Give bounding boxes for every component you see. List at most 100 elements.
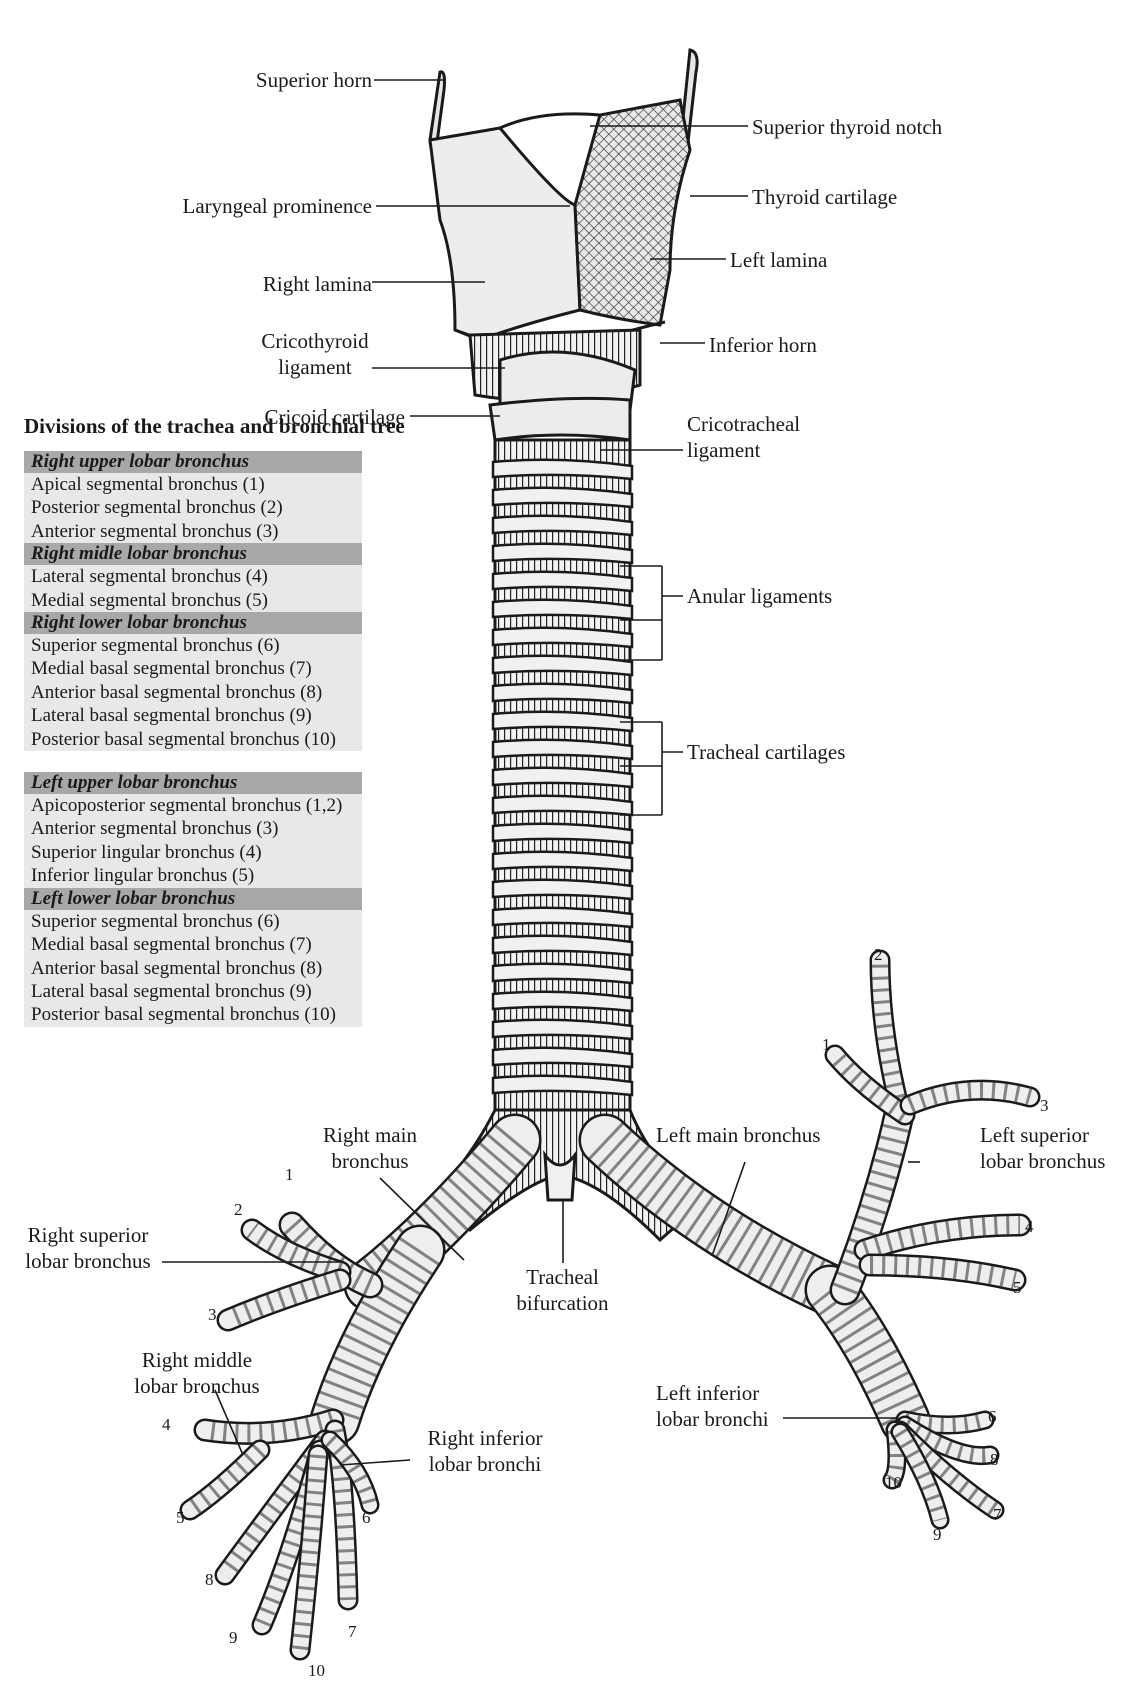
- panel-row: Medial segmental bronchus (5): [31, 589, 268, 611]
- panel-row: Posterior basal segmental bronchus (10): [31, 1004, 336, 1026]
- label-left-inferior-line2: lobar bronchi: [656, 1407, 769, 1431]
- panel-group-body: Apicoposterior segmental bronchus (1,2)A…: [24, 794, 362, 888]
- tracheal-ring: [491, 1074, 634, 1097]
- segment-number: 2: [234, 1200, 243, 1219]
- panel-row: Lateral basal segmental bronchus (9): [31, 705, 312, 727]
- tracheal-ring: [491, 598, 634, 621]
- tracheal-ring: [491, 1018, 634, 1041]
- label-left-inferior-lobar: Left inferior lobar bronchi: [656, 1380, 769, 1432]
- bronchus-rings: [313, 1237, 440, 1427]
- segment-number: 10: [308, 1661, 325, 1680]
- panel-row: Anterior segmental bronchus (3): [31, 818, 279, 840]
- label-tracheal-cartilages: Tracheal cartilages: [687, 740, 846, 764]
- label-right-superior-line1: Right superior: [27, 1223, 149, 1247]
- label-cricothyroid-ligament: Cricothyroid ligament: [250, 328, 380, 380]
- segment-number: 2: [874, 945, 883, 964]
- bronchus-fill: [832, 1097, 913, 1303]
- bronchus-rings: [203, 1411, 336, 1443]
- label-cricotracheal-line1: Cricotracheal: [687, 412, 801, 436]
- panel-group-body: Lateral segmental bronchus (4)Medial seg…: [24, 565, 362, 613]
- label-right-lamina: Right lamina: [262, 272, 372, 296]
- tracheal-ring: [491, 710, 634, 733]
- label-right-inferior-lobar: Right inferior lobar bronchi: [410, 1425, 560, 1477]
- thyroid-cartilage: [428, 48, 699, 350]
- label-right-middle-line1: Right middle: [141, 1348, 253, 1372]
- panel-row: Medial basal segmental bronchus (7): [31, 934, 312, 956]
- label-left-main-bronchus: Left main bronchus: [656, 1123, 821, 1147]
- bronchus-fill: [243, 1221, 349, 1281]
- panel-row: Inferior lingular bronchus (5): [31, 865, 255, 887]
- panel-group-heading: Right upper lobar bronchus: [24, 451, 362, 473]
- panel-group-body: Apical segmental bronchus (1)Posterior s…: [24, 473, 362, 544]
- bronchus-rings: [224, 1271, 343, 1329]
- panel-row: Superior lingular bronchus (4): [31, 841, 262, 863]
- tracheal-ring: [491, 486, 634, 509]
- label-right-inferior-line1: Right inferior: [427, 1426, 543, 1450]
- tracheal-ring: [491, 766, 634, 789]
- panel-group-body: Superior segmental bronchus (6)Medial ba…: [24, 634, 362, 752]
- label-tracheal-bif-line1: Tracheal: [526, 1265, 599, 1289]
- bronchus-fill: [219, 1271, 349, 1329]
- panel-group-heading: Right lower lobar bronchus: [24, 612, 362, 635]
- label-superior-thyroid-notch: Superior thyroid notch: [752, 115, 943, 139]
- tracheal-ring: [491, 514, 634, 537]
- panel-row: Posterior segmental bronchus (2): [31, 497, 283, 519]
- tracheal-ring: [491, 626, 634, 649]
- panel-group-heading: Right midle lobar bronchus: [24, 543, 362, 566]
- label-cricotracheal-line2: ligament: [687, 438, 761, 462]
- bronchus-rings: [906, 1082, 1033, 1113]
- label-anular-ligaments: Anular ligaments: [687, 584, 833, 608]
- panel-row: Apical segmental bronchus (1): [31, 474, 265, 495]
- label-right-superior-lobar: Right superior lobar bronchus: [18, 1222, 158, 1274]
- tracheal-ring: [491, 822, 634, 845]
- panel-row: Lateral segmental bronchus (4): [31, 566, 268, 588]
- label-right-main-bronchus: Right main bronchus: [300, 1122, 440, 1174]
- segment-number: 1: [822, 1035, 831, 1054]
- tracheal-ring: [491, 570, 634, 593]
- panel-group-heading: Left lower lobar bronchus: [24, 887, 362, 910]
- panel-row: Anterior segmental bronchus (3): [31, 520, 279, 542]
- segment-number: 4: [162, 1415, 171, 1434]
- tracheal-ring: [491, 850, 634, 873]
- bronchus-rings: [588, 1122, 841, 1312]
- tracheal-ring: [491, 990, 634, 1013]
- label-left-superior-line1: Left superior: [980, 1123, 1090, 1147]
- bronchus-fill: [893, 1425, 947, 1527]
- label-right-superior-line2: lobar bronchus: [25, 1249, 151, 1273]
- panel-row: Apicoposterior segmental bronchus (1,2): [31, 795, 343, 817]
- bronchus-fill: [856, 1216, 1029, 1259]
- panel-title: Divisions of the trachea and bronchial t…: [24, 414, 405, 438]
- bronchus-fill: [872, 952, 908, 1118]
- segment-number: 10: [885, 1473, 902, 1492]
- panel-row: Superior segmental bronchus (6): [31, 910, 280, 932]
- segment-number: 3: [1040, 1096, 1049, 1115]
- segment-number: 8: [205, 1570, 214, 1589]
- bronchus-fill: [861, 1256, 1024, 1289]
- bronchus-rings: [828, 1049, 910, 1122]
- tracheal-ring: [491, 738, 634, 761]
- label-cricothyroid-line2: ligament: [278, 355, 352, 379]
- segment-number: 9: [933, 1525, 942, 1544]
- label-right-main-line1: Right main: [323, 1123, 417, 1147]
- label-superior-horn: Superior horn: [255, 68, 372, 92]
- tracheal-rings: [491, 458, 634, 1097]
- panel-row: Superior segmental bronchus (6): [31, 635, 280, 657]
- tracheal-ring: [491, 878, 634, 901]
- tracheal-ring: [491, 654, 634, 677]
- bronchus-rings: [355, 1124, 534, 1304]
- label-laryngeal-prominence: Laryngeal prominence: [182, 194, 373, 218]
- bronchus-rings: [292, 1454, 326, 1651]
- label-tracheal-bifurcation: Tracheal bifurcation: [500, 1264, 625, 1316]
- label-thyroid-cartilage: Thyroid cartilage: [752, 185, 898, 209]
- panel-group-body: Superior segmental bronchus (6)Medial ba…: [24, 909, 362, 1027]
- label-right-inferior-line2: lobar bronchi: [428, 1452, 542, 1476]
- panel-row: Anterior basal segmental bronchus (8): [31, 957, 323, 979]
- label-inferior-horn: Inferior horn: [709, 333, 817, 357]
- segment-number: 9: [229, 1628, 238, 1647]
- segment-number: 7: [993, 1505, 1002, 1524]
- panel-row: Anterior basal segmental bronchus (8): [31, 681, 323, 703]
- panel-group-heading: Left upper lobar bronchus: [24, 772, 362, 795]
- label-tracheal-bif-line2: bifurcation: [516, 1291, 609, 1315]
- tracheal-ring: [491, 934, 634, 957]
- bronchus-rings: [903, 1413, 987, 1432]
